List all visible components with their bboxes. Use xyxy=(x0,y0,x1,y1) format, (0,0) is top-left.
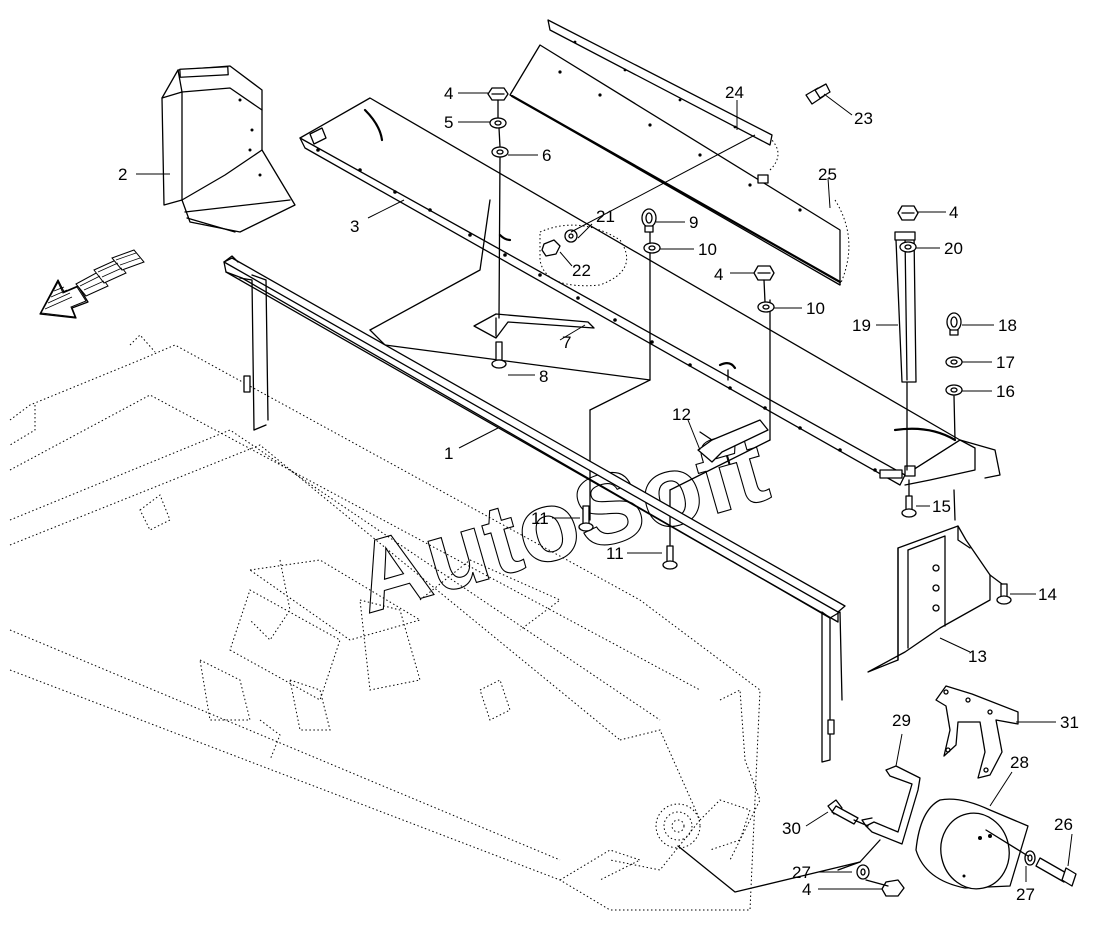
callout-11: 11 xyxy=(531,509,549,528)
washer-icon xyxy=(491,146,509,158)
callout-10: 10 xyxy=(806,299,825,318)
nut-icon xyxy=(487,87,509,101)
callout-19: 19 xyxy=(852,316,871,335)
nut-icon xyxy=(753,265,775,281)
callout-29: 29 xyxy=(892,711,911,730)
callout-leaders xyxy=(136,92,1073,890)
callout-11: 11 xyxy=(606,544,624,563)
callout-20: 20 xyxy=(944,239,963,258)
callout-14: 14 xyxy=(1038,585,1057,604)
washer-icon xyxy=(1024,850,1036,866)
part-7-bracket xyxy=(473,313,595,339)
callout-15: 15 xyxy=(932,497,951,516)
bolt-icon xyxy=(827,799,859,825)
callout-31: 31 xyxy=(1060,713,1079,732)
washer-icon xyxy=(489,117,507,129)
callout-1: 1 xyxy=(444,444,453,463)
callout-4: 4 xyxy=(949,203,958,222)
callout-9: 9 xyxy=(689,213,698,232)
direction-arrow-icon xyxy=(39,249,145,319)
part-1-front-bar xyxy=(223,255,846,763)
header-machine-body xyxy=(9,334,761,911)
callout-4: 4 xyxy=(444,84,453,103)
callout-4: 4 xyxy=(802,880,811,899)
washer-icon xyxy=(564,229,578,243)
callout-24: 21 xyxy=(596,207,615,226)
callout-23: 25 xyxy=(818,165,837,184)
washer-icon xyxy=(945,356,963,368)
callout-26: 26 xyxy=(1054,815,1073,834)
part-19-rod xyxy=(894,231,917,383)
callout-25: 22 xyxy=(572,261,591,280)
callout-4: 4 xyxy=(714,265,723,284)
callout-6: 6 xyxy=(542,146,551,165)
hardware xyxy=(487,83,1077,897)
washer-icon xyxy=(856,864,870,880)
callout-22: 24 xyxy=(725,83,744,102)
callout-27: 27 xyxy=(792,863,811,882)
callout-2: 2 xyxy=(118,165,127,184)
washer-icon xyxy=(899,241,917,253)
part-29-strap-bracket xyxy=(861,765,921,845)
callout-13: 13 xyxy=(968,647,987,666)
bolt-icon xyxy=(805,83,831,105)
callout-12: 12 xyxy=(672,405,691,424)
bolt-icon xyxy=(491,341,507,369)
washer-icon xyxy=(757,301,775,313)
part-28-motor-drum xyxy=(915,798,1029,890)
part-12-bracket xyxy=(697,361,769,463)
part-23-rear-cover xyxy=(509,44,850,286)
part-22-seal-strip xyxy=(547,19,773,146)
callout-7: 7 xyxy=(562,333,571,352)
eye-nut-icon xyxy=(946,312,962,336)
part-2-side-shield xyxy=(161,65,296,233)
part-13-side-bracket xyxy=(867,525,991,673)
callout-27: 27 xyxy=(1016,885,1035,904)
callout-3: 3 xyxy=(350,217,359,236)
callout-5: 5 xyxy=(444,113,453,132)
callout-28: 28 xyxy=(1010,753,1029,772)
nut-icon xyxy=(881,879,905,897)
callout-10: 10 xyxy=(698,240,717,259)
callout-labels: 2 3 4 5 6 7 8 9 10 4 10 21 22 1 11 11 12… xyxy=(118,83,1079,904)
washer-icon xyxy=(945,384,963,396)
washer-icon xyxy=(643,242,661,254)
callout-30: 30 xyxy=(782,819,801,838)
nut-icon xyxy=(541,239,561,257)
callout-18: 18 xyxy=(998,316,1017,335)
part-3-top-cover xyxy=(299,97,1001,546)
nut-icon xyxy=(897,205,919,221)
callout-21: 23 xyxy=(854,109,873,128)
callout-17: 17 xyxy=(996,353,1015,372)
bolt-icon xyxy=(578,505,594,532)
bolt-icon xyxy=(901,495,917,518)
bolt-icon xyxy=(1035,857,1077,887)
part-31-support-plate xyxy=(935,685,1019,779)
eye-nut-icon xyxy=(641,208,657,233)
bolt-icon xyxy=(996,583,1012,605)
bolt-icon xyxy=(662,545,678,570)
callout-16: 16 xyxy=(996,382,1015,401)
callout-8: 8 xyxy=(539,367,548,386)
